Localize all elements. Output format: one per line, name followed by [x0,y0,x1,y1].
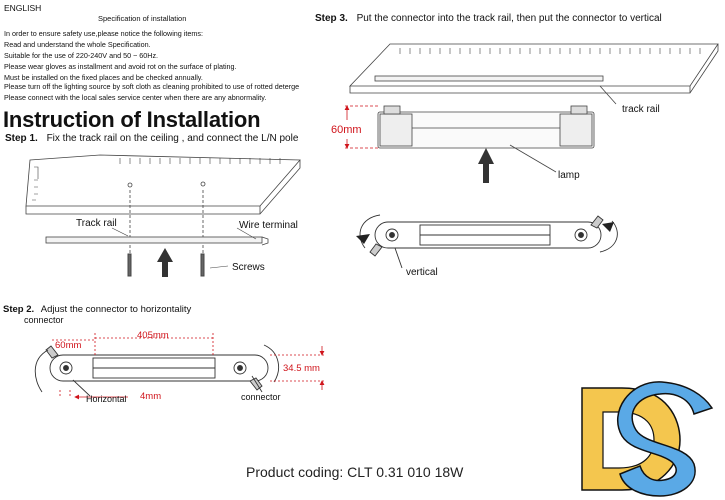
note-line: Must be installed on the fixed places an… [4,73,203,82]
step3-up-arrow [478,148,494,183]
step3-text: Put the connector into the track rail, t… [356,13,662,24]
step2-dim-405: 405mm [137,330,169,341]
step1-ceiling [25,154,301,260]
step3-ceiling [349,43,719,105]
language-label: ENGLISH [4,3,42,13]
step2-text: Adjust the connector to horizontality [40,304,192,315]
product-coding: Product coding: CLT 0.31 010 18W [246,464,464,480]
step1-heading: Step 1. Fix the track rail on the ceilin… [5,133,298,144]
step3-heading: Step 3. Put the connector into the track… [315,13,662,24]
step1-up-arrow [157,248,173,277]
step1-wire-terminal-label: Wire terminal [239,220,298,231]
step2-connector-right-label: connector [241,392,281,402]
step1-track-rail-label: Track rail [76,218,117,229]
step3-connector-view [359,214,618,269]
step2-dim-345: 34.5 mm [283,363,320,374]
step2-label: Step 2. [3,304,35,315]
step2-connector-left-label: connector [24,315,64,325]
step2-connector-view [34,344,280,397]
step2-dim-4: 4mm [140,391,162,402]
step1-screws [127,253,205,277]
note-line: Suitable for the use of 220-240V and 50 … [4,51,159,60]
step3-track-rail-label: track rail [622,104,660,115]
note-line: Please connect with the local sales serv… [4,93,267,102]
step3-dimension [344,105,378,149]
step3-label: Step 3. [315,13,348,24]
step2-dim-60: 60mm [55,340,82,351]
step2-dimensions [52,333,325,400]
step2-horizontal-label: Horizontal [86,394,127,404]
spec-title: Specification of installation [98,14,187,23]
note-line: Read and understand the whole Specificat… [4,40,151,49]
step3-vertical-label: vertical [406,267,438,278]
step1-leader-lines [111,227,257,269]
step1-track-rail [45,236,269,246]
step1-screws-label: Screws [232,262,265,273]
step3-lamp [377,105,595,173]
step1-label: Step 1. [5,133,38,144]
ds-logo [581,381,714,497]
note-line: Please turn off the lighting source by s… [4,82,300,91]
note-line: In order to ensure safety use,please not… [4,29,203,38]
rotate-arrow-icon [356,234,370,244]
note-line: Please wear gloves as installment and av… [4,62,237,71]
rotate-arrow-icon [602,222,614,232]
step3-lamp-label: lamp [558,170,580,181]
main-title: Instruction of Installation [3,107,261,132]
step1-text: Fix the track rail on the ceiling , and … [46,133,299,144]
step3-dim-60: 60mm [331,124,362,136]
step2-heading: Step 2. Adjust the connector to horizont… [3,304,191,315]
